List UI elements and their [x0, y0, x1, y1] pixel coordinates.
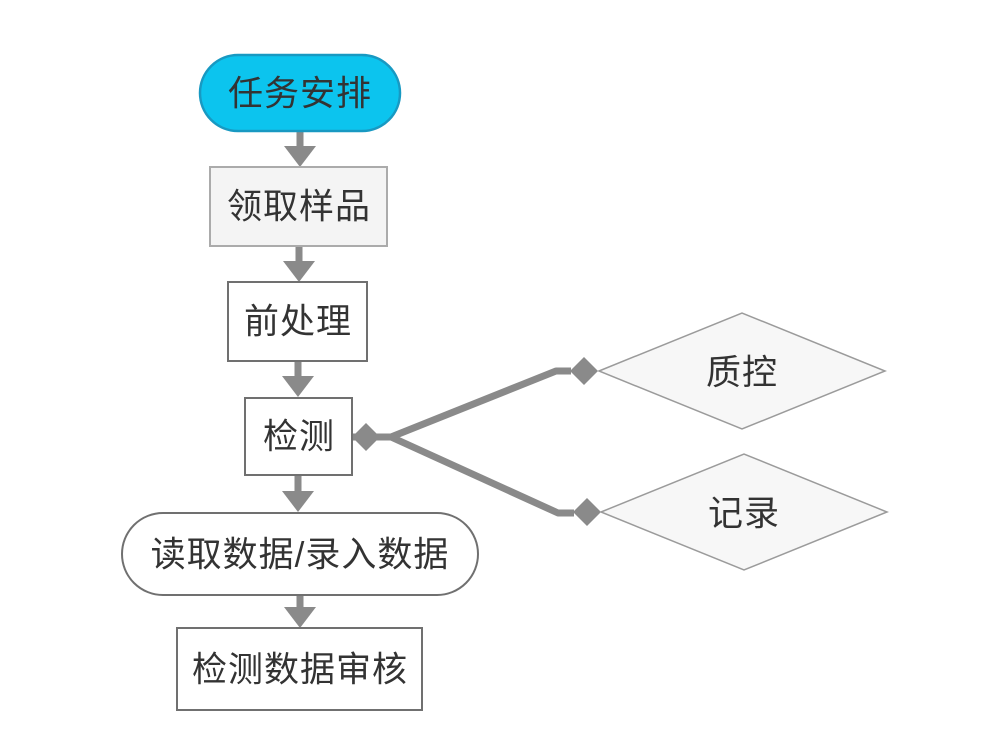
- arrow-sample-to-pre-head: [283, 261, 315, 282]
- node-label-review: 检测数据审核: [191, 650, 409, 690]
- node-label-record: 记录: [707, 494, 781, 534]
- connector-diamond-detect: [352, 423, 380, 451]
- arrow-read-to-review-head: [284, 607, 316, 628]
- node-shape-task: [198, 53, 402, 133]
- connector-detect-to-record: [389, 433, 574, 517]
- node-shape-detect: [244, 397, 353, 476]
- node-shape-review: [176, 627, 423, 711]
- connector-diamond-record: [573, 498, 601, 526]
- node-shape-read: [121, 512, 479, 596]
- node-label-qc: 质控: [705, 353, 779, 393]
- arrow-detect-to-read-head: [282, 491, 314, 512]
- node-label-read: 读取数据/录入数据: [150, 535, 450, 575]
- node-shape-qc: [597, 312, 887, 430]
- node-shape-pre: [227, 281, 368, 362]
- node-label-sample: 领取样品: [226, 187, 372, 227]
- node-shape-sample: [209, 166, 388, 247]
- node-label-pre: 前处理: [243, 302, 353, 342]
- node-shape-record: [599, 453, 889, 571]
- node-label-detect: 检测: [262, 417, 336, 457]
- node-label-task: 任务安排: [227, 74, 373, 114]
- connector-detect-to-qc: [389, 367, 571, 441]
- arrow-task-to-sample-head: [284, 146, 316, 167]
- connector-diamond-qc: [570, 357, 598, 385]
- arrow-pre-to-detect-head: [282, 376, 314, 397]
